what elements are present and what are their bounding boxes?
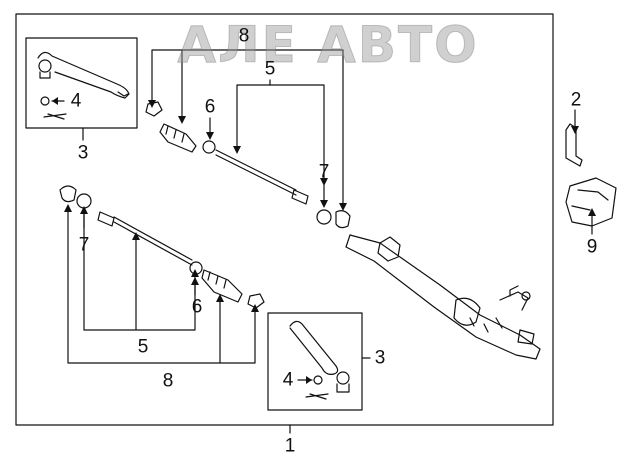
watermark-logo: АЛЕ АВТО: [177, 16, 479, 74]
callout-5-bottom: 5: [137, 336, 149, 358]
inset-tie-rod-end-top: [25, 37, 138, 129]
callout-7-right: 7: [318, 161, 330, 183]
part-9-cover: [565, 177, 617, 227]
cotter-pin-bottom: [305, 393, 329, 400]
callout-4-top: 4: [70, 90, 82, 112]
inset-tie-rod-end-bottom: [267, 312, 363, 411]
arrow-6-bottom: [191, 277, 199, 285]
callout-3-bottom: 3: [374, 347, 386, 369]
arrow-8-bottom-a: [216, 294, 224, 302]
bracket-5-top: [236, 84, 325, 181]
bracket-5-bottom: [83, 211, 196, 331]
arrow-8-bottom-right: [251, 304, 259, 312]
callout-2: 2: [570, 89, 582, 111]
tie-rod-lower: [59, 185, 265, 309]
callout-4-bottom: 4: [282, 369, 294, 391]
arrow-5-bottom-right: [191, 269, 199, 277]
arrow-9: [588, 208, 596, 216]
callout-7-left: 7: [78, 234, 90, 256]
bracket-8-bottom: [67, 209, 256, 364]
arrow-8-top-a: [178, 116, 186, 124]
steering-rack: [345, 234, 541, 360]
arrow-4-top: [52, 97, 58, 105]
cotter-pin-top: [43, 113, 67, 120]
callout-8-bottom: 8: [162, 370, 174, 392]
ring-4-top: [40, 96, 50, 106]
assembly-frame: [15, 13, 554, 426]
callout-8-top: 8: [238, 25, 250, 47]
tie-rod-end-bottom-drawing: [289, 320, 350, 393]
callout-5-top: 5: [264, 58, 276, 80]
tie-rod-end-top-drawing: [37, 51, 130, 99]
arrow-7-right: [320, 200, 328, 208]
arrow-8-top-right: [339, 203, 347, 211]
callout-6-bottom: 6: [191, 296, 203, 318]
arrow-4-bottom: [306, 376, 312, 384]
arrow-5-bottom-left: [80, 206, 88, 214]
part-2-bracket: [565, 123, 583, 167]
arrow-5-top-right: [320, 178, 328, 186]
bracket-8-top: [151, 49, 344, 206]
arrow-5-top-left: [233, 146, 241, 154]
washer-7-right: [316, 209, 332, 225]
callout-1: 1: [284, 435, 296, 457]
clamp-8-right: [335, 210, 351, 229]
tie-rod-upper: [145, 101, 309, 205]
callout-3-top: 3: [77, 142, 89, 164]
arrow-8-top-left: [148, 100, 156, 108]
arrow-2: [571, 126, 579, 134]
ring-4-bottom: [313, 375, 323, 385]
callout-6-top: 6: [204, 96, 216, 118]
callout-9: 9: [586, 236, 598, 258]
arrow-6-top: [206, 132, 214, 140]
arrow-5-bottom-a: [132, 232, 140, 240]
arrow-8-bottom-left: [64, 204, 72, 212]
